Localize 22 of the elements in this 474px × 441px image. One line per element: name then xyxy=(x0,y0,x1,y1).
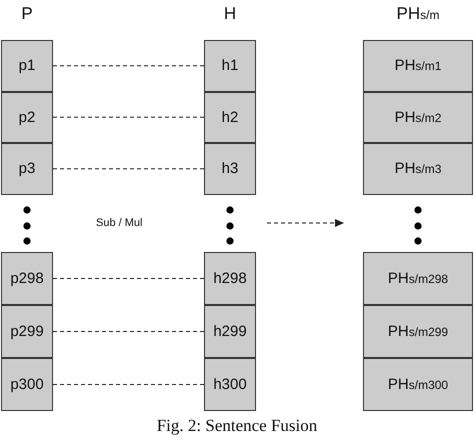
operation-label: Sub / Mul xyxy=(96,217,142,229)
vector-cell: p299 xyxy=(1,305,53,358)
vector-cell: p298 xyxy=(1,252,53,305)
dashed-line xyxy=(52,168,204,170)
vector-cell: h3 xyxy=(204,143,256,194)
vector-cell: p2 xyxy=(1,92,53,143)
dashed-line xyxy=(52,384,204,385)
dashed-line xyxy=(52,65,204,66)
dashed-line xyxy=(52,278,204,279)
vector-cell: p1 xyxy=(1,40,53,92)
vector-cell: p3 xyxy=(1,143,53,194)
vector-cell: h2 xyxy=(204,92,256,143)
vector-cell: p300 xyxy=(1,358,53,411)
vector-cell: h300 xyxy=(204,358,256,411)
vector-cell: h1 xyxy=(204,40,256,92)
vector-cell: h298 xyxy=(204,252,256,305)
column-heading: P xyxy=(21,4,33,23)
vector-cell: h299 xyxy=(204,305,256,358)
figure-caption: Fig. 2: Sentence Fusion xyxy=(156,416,318,435)
dashed-line xyxy=(52,331,204,332)
column-heading: H xyxy=(224,4,236,23)
dashed-line xyxy=(52,116,204,118)
